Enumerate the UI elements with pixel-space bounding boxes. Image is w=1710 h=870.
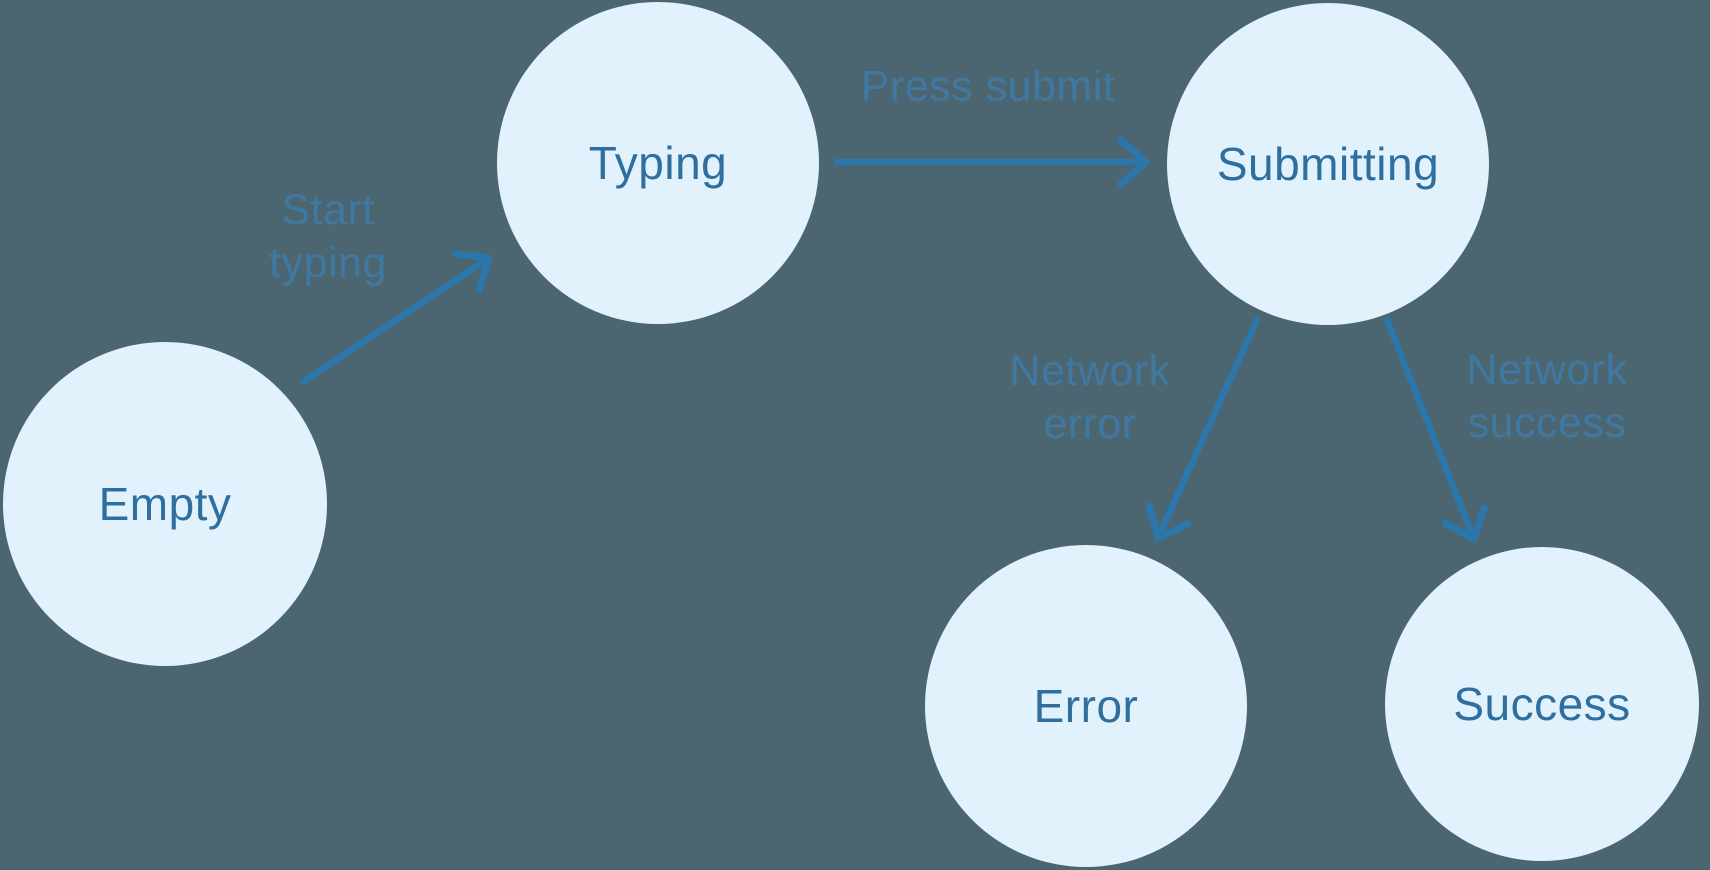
- node-success-label: Success: [1453, 678, 1631, 730]
- edge-label-network-success: Network success: [1466, 346, 1628, 447]
- arrowhead-icon: [1117, 136, 1150, 188]
- node-success: Success: [1385, 547, 1699, 861]
- node-empty: Empty: [3, 342, 327, 666]
- edge-label-start-typing: Start typing: [269, 186, 387, 287]
- node-submitting-label: Submitting: [1216, 138, 1440, 190]
- arrow-submitting-to-error: [1145, 316, 1261, 542]
- edge-line: [1154, 316, 1261, 542]
- arrow-typing-to-submitting: [833, 136, 1150, 188]
- node-typing-label: Typing: [588, 137, 728, 189]
- edge-line: [1383, 316, 1478, 543]
- node-error: Error: [925, 545, 1247, 867]
- arrowhead-icon: [452, 250, 493, 294]
- arrow-empty-to-typing: [299, 250, 493, 386]
- edge-label-press-submit: Press submit: [860, 62, 1116, 111]
- edge-label-network-error: Network error: [1009, 347, 1171, 448]
- node-empty-label: Empty: [98, 478, 232, 530]
- node-typing: Typing: [497, 2, 819, 324]
- edge-line: [299, 254, 493, 386]
- arrowhead-icon: [1145, 502, 1192, 542]
- arrowhead-icon: [1441, 504, 1488, 543]
- node-submitting: Submitting: [1167, 3, 1489, 325]
- node-error-label: Error: [1033, 680, 1139, 732]
- arrow-submitting-to-success: [1383, 316, 1488, 543]
